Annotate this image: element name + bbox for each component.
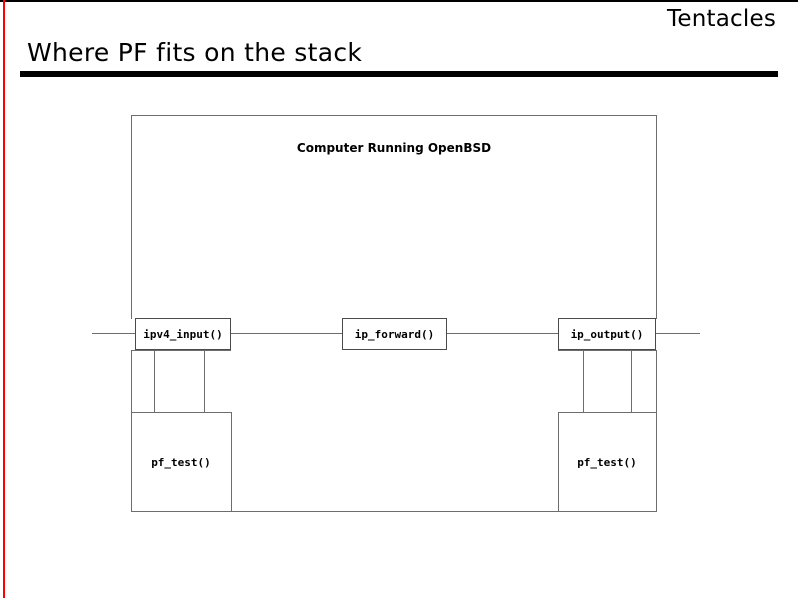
link-ipv4input-pftest-left xyxy=(154,350,155,412)
link-ipoutput-pftest-right xyxy=(631,350,632,412)
pftest-left-box-bottom xyxy=(131,511,231,512)
wire-egress-external xyxy=(656,333,700,334)
host-box-left-edge-lower xyxy=(131,350,132,412)
pftest-left-box-top xyxy=(131,412,231,413)
deck-label: Tentacles xyxy=(667,6,776,32)
slide-top-rule xyxy=(0,0,798,2)
page-title: Where PF fits on the stack xyxy=(27,38,363,67)
host-box-right-edge-lower xyxy=(656,350,657,412)
ipoutput-underline xyxy=(558,350,656,351)
pftest-right-box-bottom xyxy=(558,511,656,512)
wire-forward-to-output xyxy=(447,333,558,334)
title-underline-bar xyxy=(20,71,778,77)
host-box-right-edge-upper xyxy=(656,115,657,319)
wire-ingress-external xyxy=(92,333,136,334)
node-ipv4-input[interactable]: ipv4_input() xyxy=(135,318,231,350)
node-pf-test-inbound[interactable]: pf_test() xyxy=(131,453,231,471)
host-box-caption: Computer Running OpenBSD xyxy=(296,141,492,155)
node-ip-forward[interactable]: ip_forward() xyxy=(342,318,447,350)
pftest-right-box-top xyxy=(558,412,656,413)
host-box-left-edge-bottom xyxy=(131,412,132,511)
node-ip-output[interactable]: ip_output() xyxy=(558,318,656,350)
pftest-left-box-right xyxy=(231,412,232,511)
node-ip-forward-label: ip_forward() xyxy=(354,327,435,341)
node-pf-test-outbound-label: pf_test() xyxy=(577,456,637,469)
slide-accent-rule xyxy=(3,0,5,598)
ipv4input-underline xyxy=(131,350,231,351)
node-ipv4-input-label: ipv4_input() xyxy=(143,327,223,341)
host-box-top-edge xyxy=(131,115,657,116)
node-pf-test-outbound[interactable]: pf_test() xyxy=(558,453,656,471)
wire-input-to-forward xyxy=(231,333,342,334)
pftest-right-box-left xyxy=(558,412,559,511)
link-ipv4input-pftest-right xyxy=(204,350,205,412)
host-box-right-edge-bottom xyxy=(656,412,657,511)
node-ip-output-label: ip_output() xyxy=(570,327,644,341)
node-pf-test-inbound-label: pf_test() xyxy=(151,456,211,469)
host-box-left-edge-upper xyxy=(131,115,132,319)
host-box-bottom-edge xyxy=(131,511,657,512)
link-ipoutput-pftest-left xyxy=(583,350,584,412)
